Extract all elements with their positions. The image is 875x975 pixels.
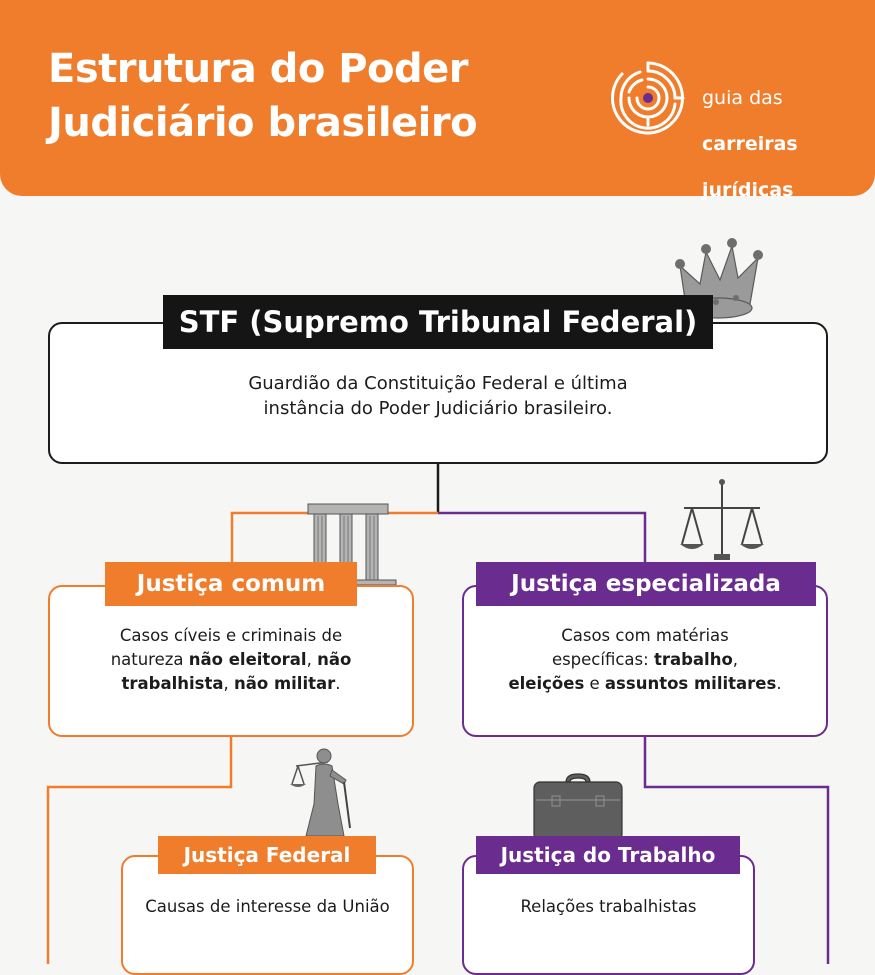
justica-federal-label: Justiça Federal	[158, 836, 376, 874]
justica-trabalho-label: Justiça do Trabalho	[476, 836, 740, 874]
logo-line-2: carreiras	[702, 133, 798, 155]
maze-logo-icon	[611, 61, 685, 135]
justica-especializada-description: Casos com matérias específicas: trabalho…	[474, 624, 816, 696]
comum-bold: não	[317, 650, 352, 669]
stf-label: STF (Supremo Tribunal Federal)	[163, 295, 713, 349]
justica-trabalho-description: Relações trabalhistas	[520, 897, 697, 916]
briefcase-icon	[533, 773, 623, 841]
lady-justice-icon	[290, 748, 351, 837]
espec-text: específicas:	[551, 650, 654, 669]
justica-comum-description: Casos cíveis e criminais de natureza não…	[60, 624, 402, 696]
espec-desc-line-3: eleições e assuntos militares.	[474, 672, 816, 696]
espec-desc-line-2: específicas: trabalho,	[474, 648, 816, 672]
brand-logo: guia das carreiras jurídicas	[610, 58, 820, 201]
connector-comum-to-federal	[46, 737, 233, 964]
stf-description: Guardião da Constituição Federal e últim…	[48, 371, 828, 421]
justica-comum-box	[48, 585, 414, 737]
justica-comum-label: Justiça comum	[105, 562, 357, 606]
comum-text: natureza	[110, 650, 189, 669]
comum-bold: não militar	[233, 674, 336, 693]
comum-desc-line-2: natureza não eleitoral, não	[60, 648, 402, 672]
logo-wordmark: guia das carreiras jurídicas	[702, 64, 798, 225]
comum-desc-line-3: trabalhista, não militar.	[60, 672, 402, 696]
espec-text: ,	[732, 650, 739, 669]
comum-bold: não eleitoral	[188, 650, 307, 669]
logo-line-1: guia das	[702, 87, 783, 109]
stf-description-line-2: instância do Poder Judiciário brasileiro…	[263, 398, 613, 419]
page-title: Estrutura do Poder Judiciário brasileiro	[48, 46, 478, 146]
comum-text: ,	[306, 650, 318, 669]
justica-federal-description: Causas de interesse da União	[145, 897, 390, 916]
comum-bold: trabalhista	[121, 674, 224, 693]
header-banner: Estrutura do Poder Judiciário brasileiro…	[0, 0, 875, 201]
connector-especializada	[438, 511, 647, 562]
comum-text: ,	[223, 674, 234, 693]
connector-especializada-to-trabalho	[643, 737, 830, 964]
espec-desc-line-1: Casos com matérias	[561, 626, 729, 645]
stf-description-line-1: Guardião da Constituição Federal e últim…	[248, 373, 628, 394]
comum-text: .	[335, 674, 341, 693]
comum-desc-line-1: Casos cíveis e criminais de	[119, 626, 343, 645]
espec-bold: trabalho	[653, 650, 733, 669]
justica-especializada-box	[462, 585, 828, 737]
espec-bold: eleições	[508, 674, 585, 693]
justica-especializada-label: Justiça especializada	[476, 562, 816, 606]
espec-text: .	[776, 674, 782, 693]
scales-icon	[680, 479, 764, 560]
espec-text: e	[584, 674, 605, 693]
justica-federal-box	[121, 855, 414, 975]
logo-line-3: jurídicas	[702, 179, 794, 201]
espec-bold: assuntos militares	[604, 674, 777, 693]
